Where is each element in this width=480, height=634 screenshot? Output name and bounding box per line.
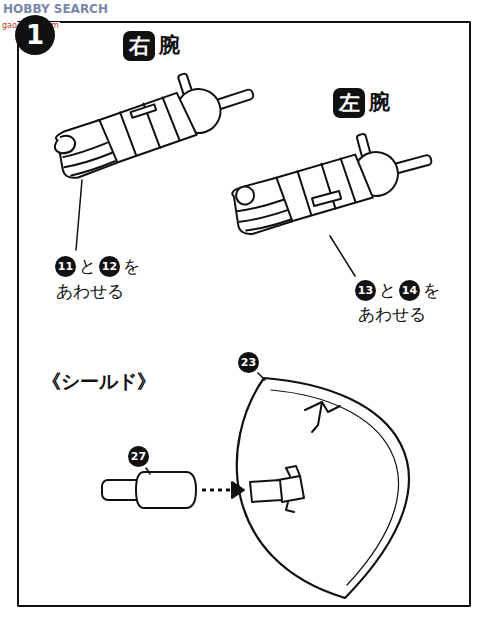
instruction-text: あわせる — [56, 283, 124, 300]
instruction-text: を — [423, 282, 440, 299]
shield-socket-detail — [286, 466, 300, 512]
thumb — [234, 185, 256, 207]
fingers — [237, 198, 291, 233]
fist — [229, 177, 293, 237]
frame — [18, 22, 470, 606]
shield-rim — [271, 390, 399, 585]
side-tab: 左 — [333, 88, 365, 118]
watermark: HOBBY SEARCH — [2, 3, 109, 15]
armor-detail — [131, 104, 157, 117]
part-title: 腕 — [369, 92, 390, 113]
shield-handle — [305, 402, 340, 432]
callout-number: 14 — [399, 280, 420, 301]
callout-number: 27 — [128, 446, 149, 467]
callout-number: 13 — [355, 280, 376, 301]
callout-number: 23 — [238, 352, 259, 373]
step-number: 1 — [15, 15, 55, 55]
instruction-text: と — [379, 282, 396, 299]
leader-line — [146, 468, 150, 474]
instruction-text: と — [79, 258, 96, 275]
leader-line — [76, 180, 82, 250]
dotted-arrow — [202, 489, 232, 492]
callout-number: 12 — [99, 256, 120, 277]
armor-line — [120, 97, 180, 157]
leader-line — [330, 236, 355, 276]
left-arm — [224, 119, 438, 237]
leader-line — [258, 373, 265, 380]
side-tab: 右 — [123, 31, 155, 61]
joint-part — [136, 472, 196, 508]
armor-detail — [312, 191, 341, 206]
right-arm — [45, 55, 260, 181]
instruction-text: あわせる — [358, 306, 426, 323]
instruction-text: を — [123, 258, 140, 275]
part-title: 腕 — [159, 35, 180, 56]
callout-number: 11 — [55, 256, 76, 277]
shield-socket — [250, 480, 282, 502]
fist — [52, 119, 118, 181]
section-heading: 《シールド》 — [42, 372, 156, 391]
fingers — [61, 142, 115, 177]
shield — [237, 378, 409, 598]
armor-line — [297, 158, 356, 216]
arrow-head — [232, 482, 244, 498]
thumb — [52, 133, 77, 156]
